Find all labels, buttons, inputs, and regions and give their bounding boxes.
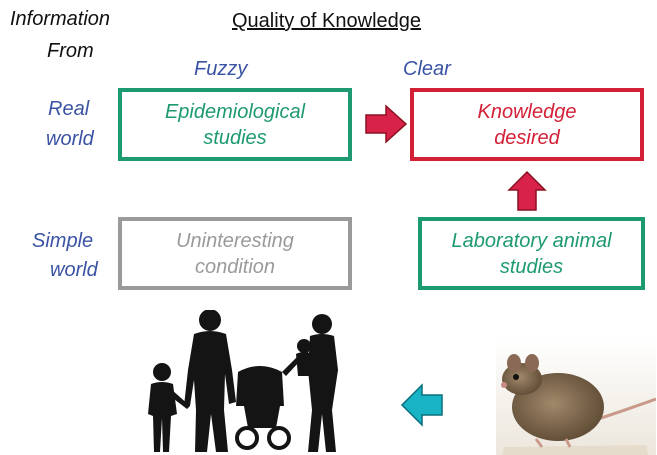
row-simple-world-label-line2: world — [50, 259, 98, 281]
epidemiological-studies-box: Epidemiological studies — [118, 88, 352, 161]
arrow-right-icon — [365, 104, 408, 144]
info-from-label-line1: Information — [10, 8, 111, 30]
knowledge-desired-line2: desired — [494, 126, 560, 149]
laboratory-animal-studies-line1: Laboratory animal — [451, 229, 612, 252]
uninteresting-condition-box: Uninteresting condition — [118, 217, 352, 290]
column-fuzzy-label: Fuzzy — [194, 58, 248, 80]
uninteresting-condition-line2: condition — [194, 255, 276, 278]
laboratory-animal-studies-box: Laboratory animal studies — [418, 217, 645, 290]
arrow-left-icon — [400, 383, 443, 427]
row-simple-world-label-line1: Simple — [32, 230, 94, 252]
knowledge-desired-box: Knowledge desired — [410, 88, 644, 161]
quality-of-knowledge-title: Quality of Knowledge — [232, 10, 422, 32]
row-real-world-label-line1: Real — [48, 98, 90, 120]
rat-photo-icon — [496, 337, 656, 455]
row-real-world-label-line2: world — [46, 128, 94, 150]
laboratory-animal-studies-line2: studies — [499, 255, 564, 278]
column-clear-label: Clear — [403, 58, 451, 80]
family-silhouette-icon — [148, 310, 338, 452]
knowledge-desired-line1: Knowledge — [477, 100, 577, 123]
epidemiological-studies-line1: Epidemiological — [164, 100, 306, 123]
epidemiological-studies-line2: studies — [203, 126, 267, 149]
arrow-up-icon — [507, 170, 547, 211]
info-from-label-line2: From — [47, 40, 94, 62]
uninteresting-condition-line1: Uninteresting — [176, 229, 294, 252]
